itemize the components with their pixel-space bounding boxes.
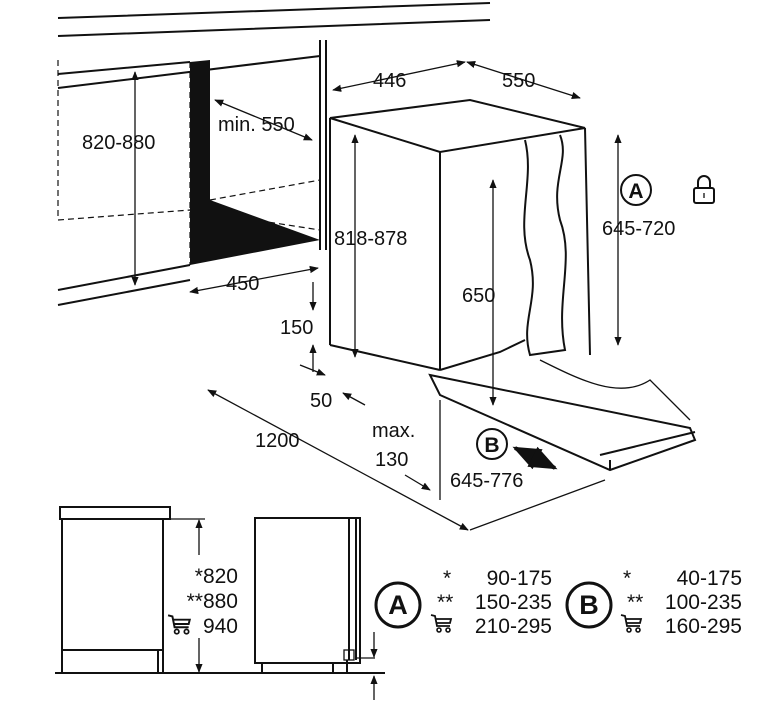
svg-text:210-295: 210-295 (475, 615, 552, 638)
lock-icon (693, 175, 715, 204)
cart-icon (620, 614, 642, 633)
svg-text:B: B (484, 434, 499, 457)
svg-text:*: * (443, 567, 451, 590)
svg-text:*: * (623, 567, 631, 590)
cart-icon (167, 614, 191, 635)
dim-niche-depth: min. 550 (218, 114, 295, 136)
side-height-tall: ****880 (187, 590, 238, 613)
dim-max-value: 130 (375, 449, 408, 471)
dishwasher-body (329, 98, 697, 472)
svg-text:100-235: 100-235 (665, 591, 742, 614)
side-height-standard: *820 (195, 565, 238, 588)
niche-shadow (190, 60, 320, 265)
svg-text:A: A (628, 180, 643, 203)
kitchen-niche (57, 2, 491, 306)
dim-door-offset: 645-776 (450, 470, 523, 492)
marker-b: B (476, 428, 508, 460)
dim-appliance-depth: 550 (502, 70, 535, 92)
svg-text:A: A (388, 590, 408, 620)
dim-niche-height: 820-880 (82, 132, 155, 154)
svg-text:90-175: 90-175 (487, 567, 552, 590)
legend-b: B * ** 40-175 100-235 160-295 (565, 567, 742, 638)
dim-niche-width: 450 (226, 273, 259, 295)
svg-text:**: ** (437, 591, 453, 614)
dim-max-label: max. (372, 420, 415, 442)
double-arrow-icon (512, 446, 558, 470)
legend-a: A * ** 90-175 150-235 210-295 (374, 567, 552, 638)
side-view-appliance (254, 517, 378, 700)
svg-text:40-175: 40-175 (677, 567, 742, 590)
svg-text:160-295: 160-295 (665, 615, 742, 638)
svg-text:B: B (579, 590, 599, 620)
dim-appliance-height: 818-878 (334, 228, 407, 250)
dim-door-height: 650 (462, 285, 495, 307)
svg-text:150-235: 150-235 (475, 591, 552, 614)
dim-door-height-range: 645-720 (602, 218, 675, 240)
dim-plinth-height: 150 (280, 317, 313, 339)
dimension-lines (131, 60, 622, 531)
dim-appliance-width: 446 (373, 70, 406, 92)
dim-door-swing: 1200 (255, 430, 300, 452)
side-view-built-in: *820 ****880 940 (59, 506, 238, 673)
dim-plinth-depth: 50 (310, 390, 332, 412)
side-height-cart: 940 (203, 615, 238, 638)
marker-a: A (620, 174, 652, 206)
svg-text:**: ** (627, 591, 643, 614)
cart-icon (430, 614, 452, 633)
